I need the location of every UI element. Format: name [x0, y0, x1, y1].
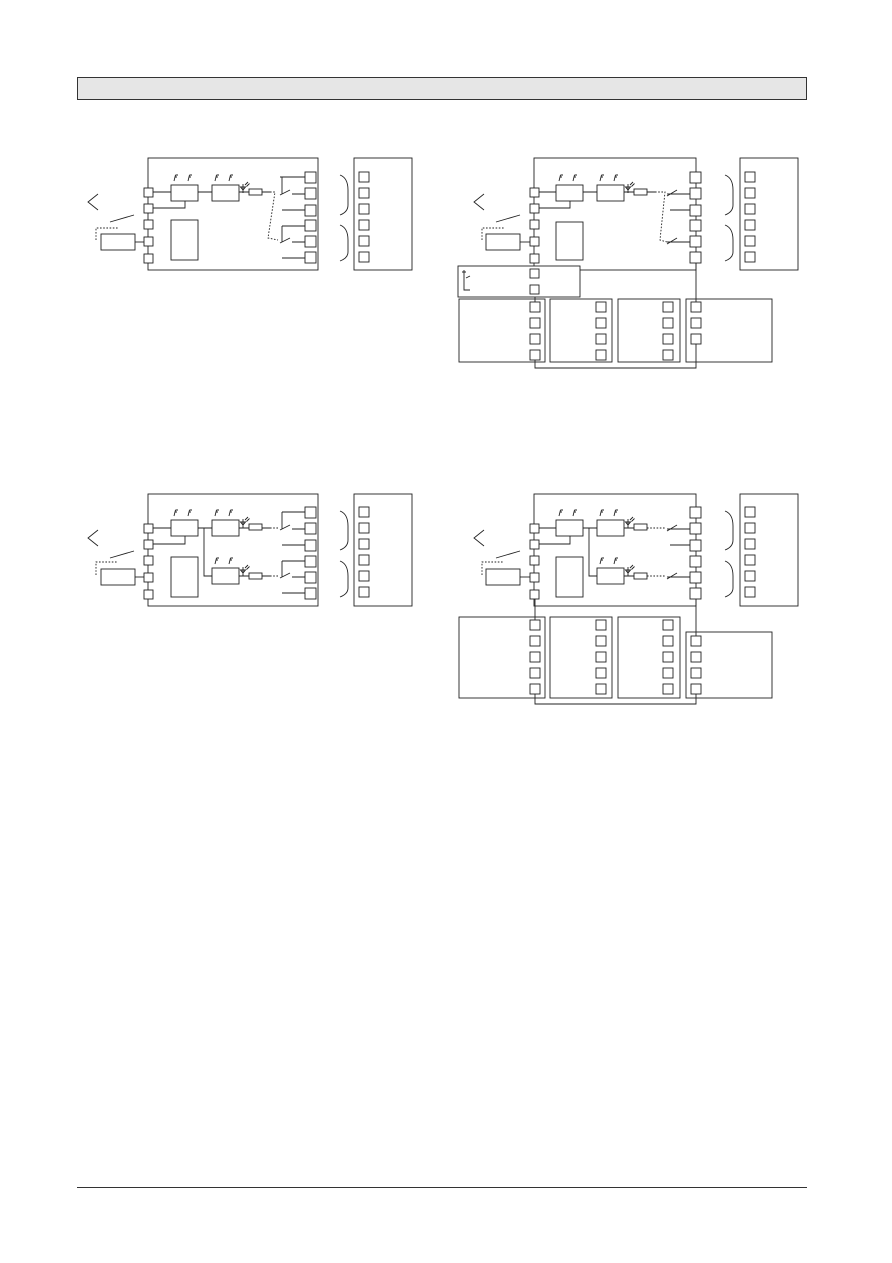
wiring-diagram-4: [458, 493, 799, 705]
wiring-diagram-1: [87, 157, 413, 271]
footer-rule: [77, 1187, 807, 1188]
wiring-diagram-3: [87, 493, 413, 607]
header-bar: [77, 77, 807, 100]
wiring-diagram-2: [457, 157, 799, 369]
